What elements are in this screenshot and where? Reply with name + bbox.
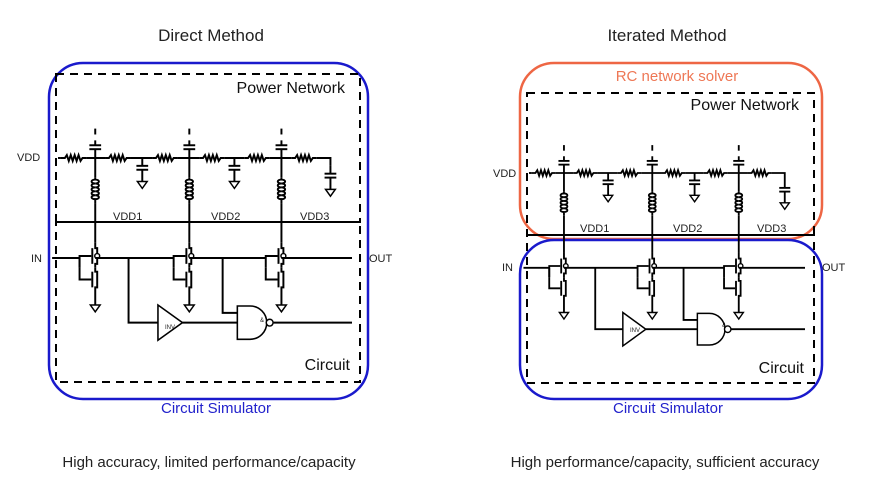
direct-method-caption: High accuracy, limited performance/capac…: [62, 454, 356, 471]
vdd1-label: VDD1: [113, 211, 142, 223]
in-label-iterated: IN: [502, 262, 513, 274]
vdd-label: VDD: [17, 152, 40, 164]
out-label-iterated: OUT: [822, 262, 846, 274]
inverter-label-iterated: INV: [630, 328, 640, 334]
vdd3-label-iterated: VDD3: [757, 223, 786, 235]
iterated-method-panel: Iterated Method RC network solver Circui…: [493, 26, 846, 471]
circuit-label-iterated: Circuit: [759, 360, 805, 377]
out-label: OUT: [369, 253, 393, 265]
nand-label: &: [260, 318, 264, 324]
nand-label-iterated: &: [722, 323, 726, 329]
power-network-label-iterated: Power Network: [691, 97, 800, 114]
circuit-simulator-box-iterated: [518, 238, 824, 401]
rc-network-solver-label: RC network solver: [616, 68, 739, 85]
direct-method-title: Direct Method: [158, 26, 264, 45]
power-network-label: Power Network: [237, 80, 346, 97]
circuit-box-iterated: [526, 234, 815, 384]
circuit-label: Circuit: [305, 357, 351, 374]
in-label: IN: [31, 253, 42, 265]
power-and-circuit-schematic: [52, 129, 352, 341]
power-and-circuit-schematic-iterated: [523, 145, 805, 346]
vdd2-label-iterated: VDD2: [673, 223, 702, 235]
vdd2-label: VDD2: [211, 211, 240, 223]
power-network-box-iterated: [526, 92, 815, 236]
circuit-simulator-label: Circuit Simulator: [161, 400, 271, 417]
circuit-simulator-label-iterated: Circuit Simulator: [613, 400, 723, 417]
power-network-box: [55, 73, 361, 223]
vdd3-label: VDD3: [300, 211, 329, 223]
circuit-simulator-box: [47, 61, 370, 401]
circuit-box: [55, 221, 361, 383]
vdd-label-iterated: VDD: [493, 168, 516, 180]
direct-method-panel: Direct Method Circuit Simulator Power Ne…: [17, 26, 393, 471]
inverter-label: INV: [165, 325, 175, 331]
iterated-method-caption: High performance/capacity, sufficient ac…: [511, 454, 820, 471]
iterated-method-title: Iterated Method: [607, 26, 726, 45]
vdd1-label-iterated: VDD1: [580, 223, 609, 235]
